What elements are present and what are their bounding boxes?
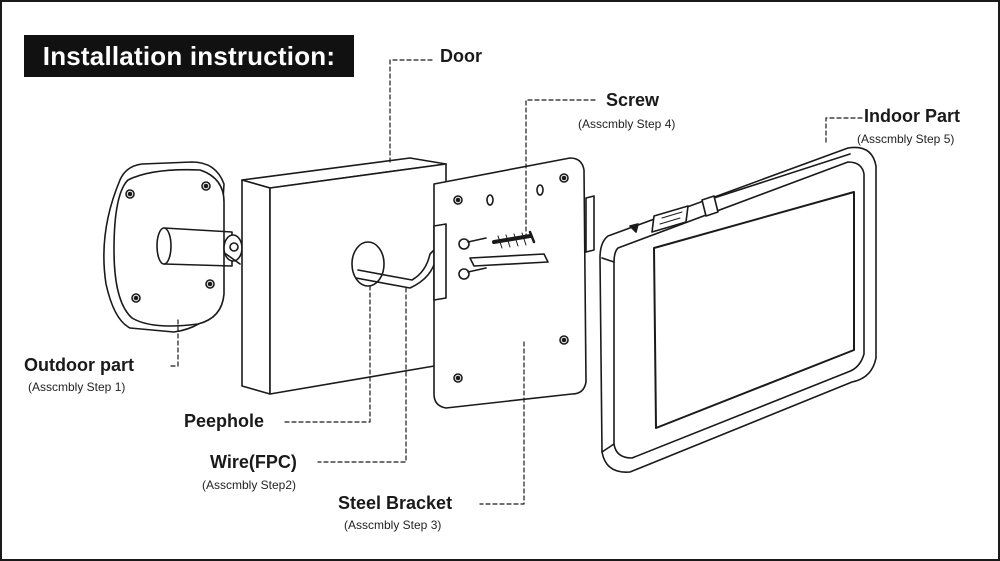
outdoor-part-illustration (103, 161, 243, 333)
indoor-part-illustration (599, 146, 877, 473)
steel-bracket-illustration (433, 157, 595, 409)
door-label: Door (440, 46, 482, 66)
wire-fpc-step-label: (Asscmbly Step2) (202, 478, 297, 492)
steel-bracket-step-label: (Asscmbly Step 3) (344, 518, 442, 532)
page-title: Installation instruction: (24, 35, 354, 77)
screw-label: Screw (606, 90, 660, 110)
steel-bracket-label: Steel Bracket (338, 493, 453, 513)
indoor-part-label: Indoor Part (864, 106, 961, 126)
outdoor-part-step-label: (Asscmbly Step 1) (28, 380, 126, 394)
leader-lines (169, 59, 863, 505)
indoor-part-step-label: (Asscmbly Step 5) (857, 132, 955, 146)
peephole-label: Peephole (184, 411, 265, 431)
door-illustration (241, 157, 447, 395)
screw-step-label: (Asscmbly Step 4) (578, 117, 676, 131)
wire-fpc-label: Wire(FPC) (210, 452, 297, 472)
outdoor-part-label: Outdoor part (24, 355, 134, 375)
